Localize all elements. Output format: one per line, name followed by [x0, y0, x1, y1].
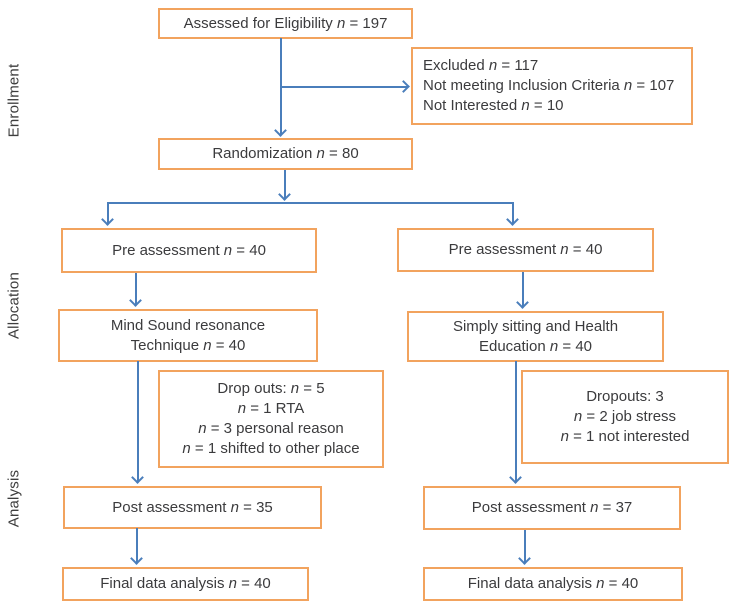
arrowhead-down-icon — [131, 471, 144, 484]
arrowhead-down-icon — [518, 552, 531, 565]
mst-line: Technique n = 40 — [130, 336, 246, 354]
connector-ssh-to-post — [515, 361, 517, 482]
box-post-assessment-left-text: Post assessment n = 35 — [112, 498, 273, 516]
box-post-assessment-right: Post assessment n = 37 — [423, 486, 681, 530]
box-final-analysis-left-text: Final data analysis n = 40 — [100, 575, 271, 592]
stage-label-enrollment: Enrollment — [5, 63, 23, 138]
box-dropouts-left: Drop outs: n = 5 n = 1 RTA n = 3 persona… — [158, 370, 384, 468]
branch-drop-left — [107, 202, 109, 224]
excluded-line: Not meeting Inclusion Criteria n = 107 — [423, 77, 675, 94]
excluded-line: Excluded n = 117 — [423, 57, 539, 74]
box-assessed-eligibility-text: Assessed for Eligibility n = 197 — [183, 14, 388, 32]
ssh-line: Education n = 40 — [478, 337, 592, 355]
dropout-right-line: n = 1 not interested — [560, 428, 690, 445]
connector-to-excluded — [281, 86, 408, 88]
box-randomization: Randomization n = 80 — [158, 138, 413, 170]
connector-post-to-final-left — [136, 528, 138, 563]
stage-label-analysis: Analysis — [5, 469, 23, 528]
dropout-left-line: Drop outs: n = 5 — [217, 380, 325, 397]
arrowhead-right-icon — [397, 80, 410, 93]
box-simply-sitting-health-education: Simply sitting and Health Education n = … — [407, 311, 664, 362]
box-pre-assessment-right: Pre assessment n = 40 — [397, 228, 654, 272]
arrowhead-down-icon — [509, 471, 522, 484]
excluded-line: Not Interested n = 10 — [423, 97, 564, 114]
branch-horizontal-line — [107, 202, 514, 204]
dropout-left-line: n = 1 shifted to other place — [182, 440, 360, 457]
box-final-analysis-right-text: Final data analysis n = 40 — [467, 575, 639, 592]
connector-post-to-final-right — [524, 530, 526, 563]
arrowhead-down-icon — [130, 552, 143, 565]
box-post-assessment-right-text: Post assessment n = 37 — [471, 499, 633, 516]
box-mind-sound-resonance: Mind Sound resonance Technique n = 40 — [58, 309, 318, 362]
arrowhead-down-icon — [506, 213, 519, 226]
ssh-line: Simply sitting and Health — [452, 317, 619, 335]
connector-mst-to-post — [137, 361, 139, 482]
box-final-analysis-left: Final data analysis n = 40 — [62, 567, 309, 601]
dropout-right-line: Dropouts: 3 — [586, 388, 664, 405]
box-pre-assessment-left: Pre assessment n = 40 — [61, 228, 317, 273]
box-randomization-text: Randomization n = 80 — [212, 145, 359, 162]
stage-label-allocation: Allocation — [5, 271, 23, 340]
connector-pre-to-ssh — [522, 272, 524, 307]
box-excluded: Excluded n = 117 Not meeting Inclusion C… — [411, 47, 693, 125]
arrowhead-down-icon — [516, 296, 529, 309]
arrowhead-down-icon — [101, 213, 114, 226]
arrowhead-down-icon — [278, 188, 291, 201]
dropout-left-line: n = 1 RTA — [237, 400, 305, 417]
box-pre-assessment-left-text: Pre assessment n = 40 — [112, 241, 266, 259]
connector-pre-to-mst — [135, 273, 137, 305]
arrowhead-down-icon — [274, 124, 287, 137]
dropout-right-line: n = 2 job stress — [573, 408, 677, 425]
dropout-left-line: n = 3 personal reason — [198, 420, 344, 437]
box-assessed-eligibility: Assessed for Eligibility n = 197 — [158, 8, 413, 39]
branch-drop-right — [512, 202, 514, 224]
arrowhead-down-icon — [129, 294, 142, 307]
box-pre-assessment-right-text: Pre assessment n = 40 — [448, 241, 603, 258]
mst-line: Mind Sound resonance — [110, 316, 266, 334]
box-post-assessment-left: Post assessment n = 35 — [63, 486, 322, 529]
box-final-analysis-right: Final data analysis n = 40 — [423, 567, 683, 601]
box-dropouts-right: Dropouts: 3 n = 2 job stress n = 1 not i… — [521, 370, 729, 464]
connector-randomization-to-branch — [284, 170, 286, 199]
